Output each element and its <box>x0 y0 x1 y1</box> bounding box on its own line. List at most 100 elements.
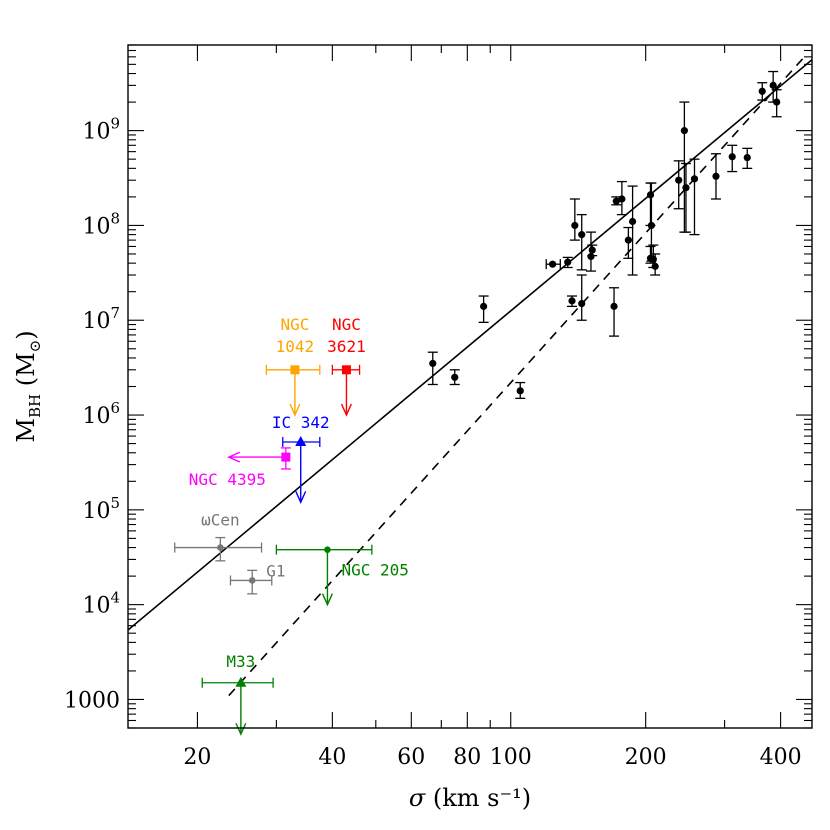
point-marker <box>578 299 586 308</box>
point-marker <box>773 98 781 106</box>
galaxy-point <box>609 287 620 337</box>
point-marker <box>712 172 720 180</box>
galaxy-point <box>569 198 580 241</box>
point-marker <box>618 195 626 203</box>
fit-lines <box>128 56 812 697</box>
galaxy-point <box>679 101 690 233</box>
point-marker <box>651 262 659 270</box>
point-marker <box>571 221 579 230</box>
y-tick-label: 106 <box>82 399 120 429</box>
x-tick-label: 40 <box>318 745 346 770</box>
point-marker <box>680 127 688 135</box>
x-tick-label: 20 <box>183 745 211 770</box>
galaxy-point <box>427 351 438 386</box>
galaxy-point <box>515 381 526 399</box>
y-axis-title: MBH (M⊙) <box>12 330 44 442</box>
limit-arrow-head <box>235 722 247 736</box>
galaxy-label: NGC 205 <box>341 561 408 580</box>
galaxy-label: G1 <box>266 561 285 580</box>
y-tick-label: 105 <box>82 494 120 524</box>
point-marker <box>578 231 586 239</box>
square-marker <box>290 365 300 375</box>
galaxy-point <box>689 158 700 236</box>
galaxy-label: 1042 <box>276 337 315 356</box>
galaxy-point <box>710 153 721 200</box>
galaxy-ngc-3621: NGC 3621 <box>327 315 366 417</box>
galaxy-point <box>567 295 578 308</box>
dashed-fit-line <box>228 56 805 697</box>
galaxy-label: NGC <box>332 315 361 334</box>
limit-arrow-head <box>340 403 352 417</box>
y-tick-label: 104 <box>82 589 120 619</box>
point-marker <box>728 153 736 161</box>
point-marker <box>612 197 620 205</box>
point-marker <box>568 297 576 305</box>
galaxy-m33: M33 <box>201 652 274 736</box>
galaxy-label: NGC 4395 <box>189 470 266 489</box>
galaxy-g1: G1 <box>229 561 285 595</box>
point-marker <box>516 387 524 395</box>
point-marker <box>769 81 777 89</box>
galaxy-point <box>616 180 627 216</box>
galaxy-point <box>742 147 753 169</box>
point-marker <box>675 176 683 184</box>
galaxy-label: IC 342 <box>272 413 330 432</box>
x-tick-label: 400 <box>760 745 802 770</box>
galaxy-point <box>545 259 561 270</box>
galaxy-point <box>611 196 622 206</box>
galaxy-ngc-4395: NGC 4395 <box>189 447 291 489</box>
point-marker <box>682 184 690 192</box>
galaxy-label: M33 <box>226 652 255 671</box>
y-tick-label: 1000 <box>64 688 120 713</box>
galaxy-ic-342: IC 342 <box>272 413 330 505</box>
galaxy-point <box>478 295 489 323</box>
point-marker <box>649 255 657 263</box>
limit-arrow-head <box>227 451 241 463</box>
point-marker <box>646 191 655 199</box>
galaxy-point <box>627 185 638 276</box>
point-marker <box>564 258 572 266</box>
circle-marker <box>248 577 256 584</box>
galaxy-point <box>449 369 460 386</box>
galaxy-point <box>673 160 684 210</box>
point-marker <box>624 236 632 244</box>
x-tick-label: 80 <box>453 745 481 770</box>
galaxy-point <box>623 226 634 259</box>
point-marker <box>758 87 766 95</box>
galaxy-label: NGC <box>280 315 309 334</box>
galaxy-point <box>680 162 691 233</box>
point-marker <box>610 302 618 310</box>
square-marker <box>341 365 351 375</box>
triangle-marker <box>235 676 247 687</box>
point-marker <box>647 221 656 230</box>
point-marker <box>743 153 751 162</box>
limit-arrow-head <box>295 491 307 505</box>
point-marker <box>628 217 637 226</box>
galaxy-point <box>645 182 656 227</box>
point-marker <box>588 246 596 254</box>
y-tick-label: 108 <box>82 209 120 239</box>
triangle-marker <box>295 435 307 446</box>
galaxy-point <box>576 274 587 321</box>
circle-marker <box>217 544 224 551</box>
point-marker <box>429 359 437 368</box>
y-tick-label: 107 <box>82 304 120 334</box>
galaxy-point <box>562 256 573 269</box>
x-tick-label: 100 <box>490 745 532 770</box>
galaxy--cen: ωCen <box>174 511 263 562</box>
circle-marker <box>324 546 331 553</box>
limit-arrow-head <box>289 403 301 417</box>
x-axis-title: σ (km s⁻¹) <box>409 784 531 812</box>
point-marker <box>451 373 459 381</box>
point-marker <box>690 175 699 183</box>
point-marker <box>480 302 488 310</box>
galaxy-point <box>757 82 768 101</box>
solid-fit-line <box>128 59 812 631</box>
plot-frame <box>127 44 813 729</box>
data-points <box>427 70 782 399</box>
galaxy-label: 3621 <box>327 337 366 356</box>
point-marker <box>549 260 557 268</box>
